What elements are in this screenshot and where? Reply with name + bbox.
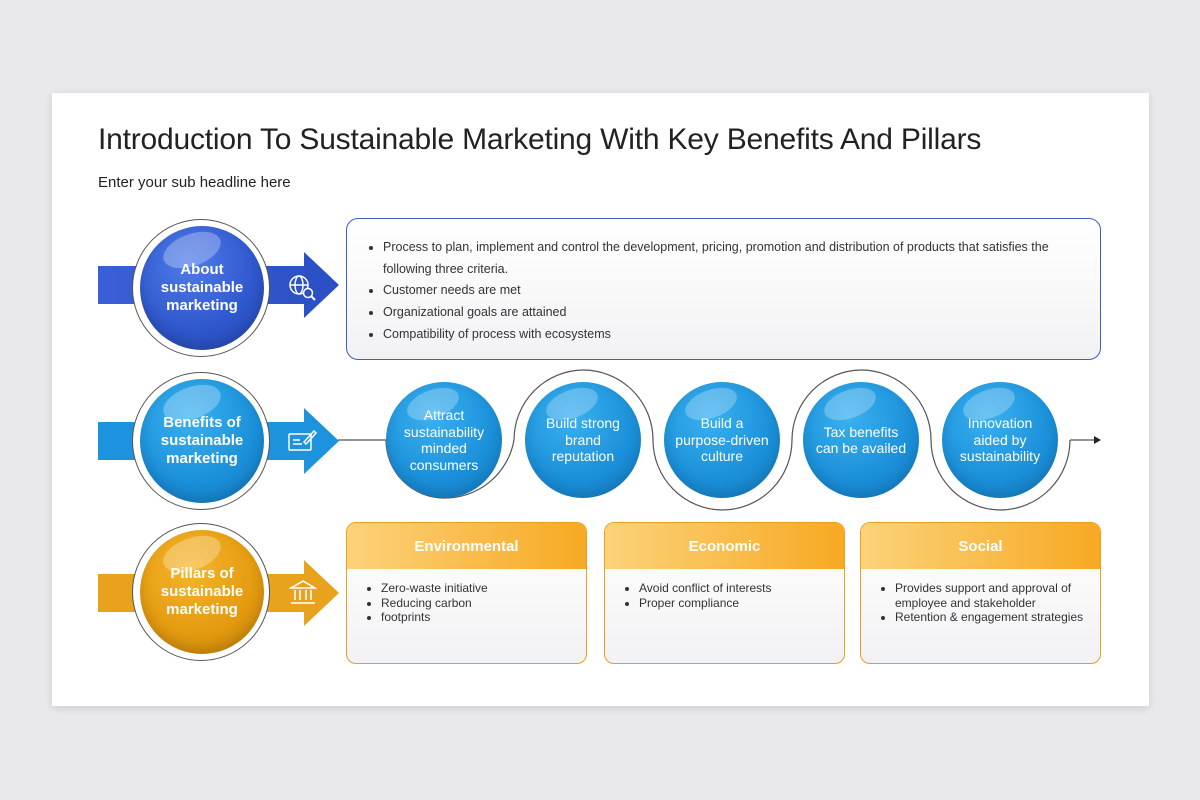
about-bullet: Process to plan, implement and control t…: [383, 237, 1080, 280]
pillar-title: Environmental: [347, 523, 586, 569]
benefit-label: Tax benefits can be availed: [815, 423, 907, 457]
about-bullet-list: Process to plan, implement and control t…: [361, 237, 1080, 346]
pillar-card-social: Social Provides support and approval of …: [860, 522, 1101, 664]
circle-about-label: About sustainable marketing: [160, 261, 244, 314]
bank-icon: [289, 580, 317, 604]
circle-benefits-label: Benefits of sustainable marketing: [160, 414, 244, 467]
globe-search-icon: [289, 275, 316, 301]
pillar-title: Economic: [605, 523, 844, 569]
pillar-list: Zero-waste initiative Reducing carbon fo…: [347, 581, 586, 625]
benefit-circle: Innovation aided by sustainability: [942, 382, 1058, 498]
pillar-list: Provides support and approval of employe…: [861, 581, 1100, 625]
pillar-title: Social: [861, 523, 1100, 569]
benefit-circle: Build strong brand reputation: [525, 382, 641, 498]
pillar-item: Reducing carbon: [381, 596, 586, 611]
checklist-pen-icon: [288, 429, 318, 451]
circle-benefits: Benefits of sustainable marketing: [140, 379, 264, 503]
pillar-item: footprints: [381, 610, 586, 625]
pillar-card-economic: Economic Avoid conflict of interests Pro…: [604, 522, 845, 664]
benefit-label: Attract sustainability minded consumers: [403, 407, 485, 473]
benefits-flow-connector: [338, 369, 1101, 511]
about-info-box: Process to plan, implement and control t…: [346, 218, 1101, 360]
benefit-label: Build a purpose-driven culture: [675, 415, 769, 465]
circle-pillars: Pillars of sustainable marketing: [140, 530, 264, 654]
about-bullet: Compatibility of process with ecosystems: [383, 324, 1080, 346]
benefit-label: Innovation aided by sustainability: [959, 415, 1041, 465]
circle-about: About sustainable marketing: [140, 226, 264, 350]
pillar-card-environmental: Environmental Zero-waste initiative Redu…: [346, 522, 587, 664]
slide: Introduction To Sustainable Marketing Wi…: [52, 93, 1149, 706]
benefit-circle: Tax benefits can be availed: [803, 382, 919, 498]
about-bullet: Customer needs are met: [383, 280, 1080, 302]
pillar-item: Retention & engagement strategies: [895, 610, 1100, 625]
benefit-circle: Attract sustainability minded consumers: [386, 382, 502, 498]
benefit-label: Build strong brand reputation: [546, 415, 620, 465]
benefit-circle: Build a purpose-driven culture: [664, 382, 780, 498]
pillar-item: Proper compliance: [639, 596, 844, 611]
pillar-item: Zero-waste initiative: [381, 581, 586, 596]
page-subtitle: Enter your sub headline here: [98, 174, 291, 191]
about-bullet: Organizational goals are attained: [383, 302, 1080, 324]
pillar-item: Provides support and approval of employe…: [895, 581, 1100, 610]
pillar-list: Avoid conflict of interests Proper compl…: [605, 581, 844, 610]
circle-pillars-label: Pillars of sustainable marketing: [160, 565, 244, 618]
page-title: Introduction To Sustainable Marketing Wi…: [98, 123, 982, 156]
pillar-item: Avoid conflict of interests: [639, 581, 844, 596]
